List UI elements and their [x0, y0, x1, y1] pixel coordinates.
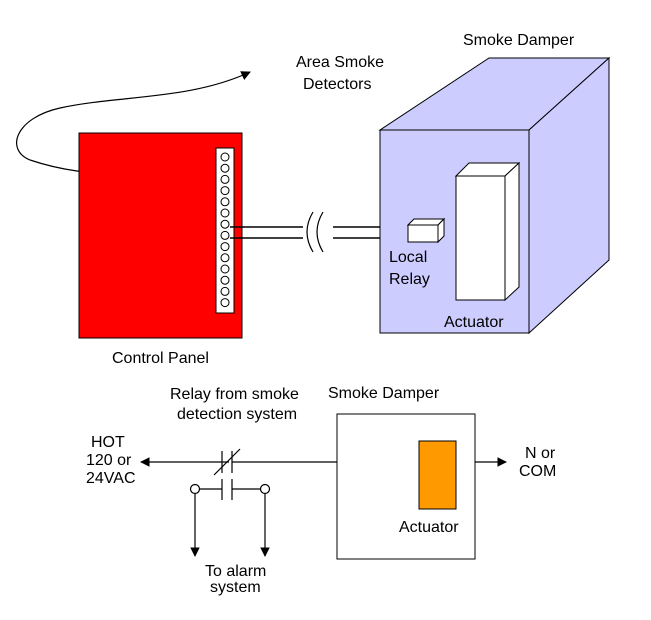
actuator-3d — [454, 161, 521, 302]
terminal-screw — [220, 242, 230, 252]
terminal-screw — [220, 152, 230, 162]
schematic-smoke-damper-title: Smoke Damper — [328, 385, 440, 402]
area-smoke-detectors-label: Area Smoke Detectors — [296, 54, 389, 93]
terminal-screw — [220, 253, 230, 263]
terminal-screw — [220, 163, 230, 173]
terminal-strip — [215, 147, 235, 314]
nc-contact — [213, 448, 241, 476]
hot-label: HOT 120 or 24VAC — [86, 434, 136, 487]
alarm-label: To alarm system — [205, 563, 271, 596]
control-panel — [78, 132, 243, 339]
smoke-damper-title: Smoke Damper — [463, 32, 575, 49]
terminal-screw — [220, 197, 230, 207]
terminal-screw — [220, 186, 230, 196]
terminal-screw — [220, 286, 230, 296]
control-panel-label: Control Panel — [112, 350, 209, 367]
terminal-screw — [220, 208, 230, 218]
terminal-screw — [220, 230, 230, 240]
schematic-actuator-label: Actuator — [399, 519, 459, 536]
terminal-screw — [220, 219, 230, 229]
terminal-screw — [220, 174, 230, 184]
terminal-screws — [220, 152, 230, 308]
actuator-label-top: Actuator — [444, 314, 504, 331]
schematic-actuator — [418, 440, 457, 510]
local-relay — [406, 217, 446, 244]
relay-label: Relay from smoke detection system — [170, 386, 303, 423]
no-alarm-contact — [189, 479, 271, 557]
detector-wire — [16, 71, 251, 174]
local-relay-label: Local Relay — [389, 249, 432, 288]
terminal-screw — [220, 298, 230, 308]
terminal-screw — [220, 275, 230, 285]
neutral-label: N or COM — [519, 445, 560, 480]
terminal-screw — [220, 264, 230, 274]
